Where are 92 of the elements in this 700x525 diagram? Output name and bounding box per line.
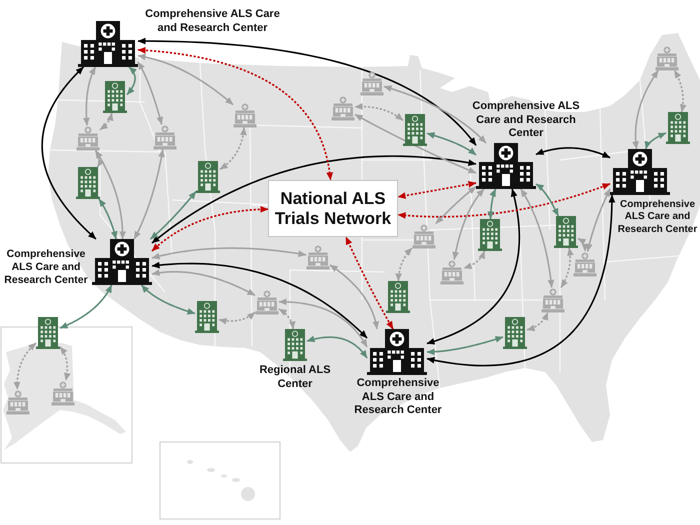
- double-arrow: [536, 183, 560, 216]
- building-icon: [403, 114, 427, 146]
- double-arrow: [330, 264, 380, 330]
- double-arrow: [384, 85, 487, 144]
- small-building-icon: [412, 224, 436, 248]
- small-building-icon: [255, 290, 279, 314]
- dashed-double-arrow: [578, 238, 588, 252]
- small-building-icon: [306, 244, 330, 270]
- double-arrow: [426, 132, 476, 156]
- double-arrow: [536, 147, 610, 158]
- dashed-double-arrow: [94, 150, 104, 168]
- dashed-double-arrow: [100, 112, 114, 130]
- building-icon: [103, 81, 127, 113]
- building-icon: [196, 161, 220, 193]
- building-icon: [195, 301, 219, 333]
- double-arrow: [586, 188, 611, 252]
- small-building-icon: [153, 124, 177, 150]
- dashed-double-arrow: [138, 47, 334, 180]
- double-arrow: [134, 149, 165, 240]
- dashed-double-arrow: [220, 127, 247, 170]
- small-building-icon: [655, 46, 679, 70]
- small-building-icon: [331, 96, 355, 120]
- dashed-double-arrow: [398, 182, 610, 219]
- double-arrow: [126, 66, 137, 96]
- dashed-double-arrow: [151, 206, 268, 252]
- center-label: Comprehensive ALS Care and Research Center: [353, 377, 443, 418]
- double-arrow: [152, 155, 476, 244]
- building-icon: [76, 167, 100, 199]
- double-arrow: [487, 188, 496, 220]
- dashed-double-arrow: [354, 103, 404, 122]
- double-arrow: [83, 66, 96, 126]
- double-arrow: [644, 132, 666, 150]
- double-arrow: [41, 66, 96, 240]
- double-arrow: [95, 150, 126, 240]
- double-arrow: [354, 114, 476, 174]
- double-arrow: [137, 61, 163, 125]
- dashed-double-arrow: [395, 247, 413, 282]
- double-arrow: [306, 336, 368, 358]
- double-arrow: [152, 247, 306, 260]
- double-arrow: [152, 269, 256, 296]
- double-arrow: [632, 70, 659, 150]
- double-arrow: [426, 188, 520, 345]
- double-arrow: [150, 190, 197, 240]
- hospital-icon: [92, 239, 152, 285]
- double-arrow: [138, 38, 477, 146]
- building-icon: [478, 219, 502, 251]
- small-building-icon: [360, 70, 384, 96]
- dashed-double-arrow: [14, 342, 37, 390]
- dashed-double-arrow: [526, 312, 549, 332]
- double-arrow: [520, 188, 554, 288]
- double-arrow: [452, 188, 485, 260]
- hospital-icon: [78, 21, 138, 67]
- dashed-double-arrow: [398, 181, 476, 199]
- hospital-icon: [367, 329, 427, 375]
- double-arrow: [426, 336, 504, 356]
- small-building-icon: [233, 102, 257, 128]
- center-label: Comprehensive ALS Care and Research Center: [144, 8, 281, 36]
- dashed-double-arrow: [674, 70, 687, 112]
- dashed-double-arrow: [464, 250, 486, 270]
- hospital-icon: [476, 143, 536, 189]
- dashed-double-arrow: [560, 248, 574, 288]
- building-icon: [554, 216, 578, 248]
- network-title: National ALS Trials Network: [274, 188, 392, 228]
- small-building-icon: [440, 260, 464, 284]
- network-box: [268, 180, 398, 237]
- small-building-icon: [6, 390, 30, 414]
- dashed-double-arrow: [345, 236, 394, 330]
- small-building-icon: [76, 126, 100, 150]
- center-label: Comprehensive ALS Care and Research Center: [3, 248, 89, 288]
- small-building-icon: [541, 288, 565, 312]
- building-icon: [36, 317, 60, 349]
- small-building-icon: [573, 252, 597, 276]
- double-arrow: [152, 262, 368, 339]
- double-arrow: [278, 298, 368, 348]
- double-arrow: [140, 284, 196, 315]
- double-arrow: [98, 198, 118, 240]
- double-arrow: [138, 54, 234, 106]
- building-icon: [386, 281, 410, 313]
- building-icon: [503, 317, 527, 349]
- center-label: Comprehensive ALS Care and Research Center: [617, 199, 698, 236]
- double-arrow: [426, 194, 616, 366]
- dashed-double-arrow: [218, 312, 256, 325]
- dashed-double-arrow: [59, 346, 71, 381]
- center-label: Comprehensive ALS Care and Research Center: [471, 100, 581, 141]
- hospital-icon: [610, 149, 670, 195]
- center-label: Regional ALS Center: [258, 364, 332, 392]
- building-icon: [283, 329, 307, 361]
- double-arrow: [60, 284, 112, 329]
- building-icon: [666, 112, 690, 144]
- double-arrow: [435, 186, 476, 224]
- dashed-double-arrow: [278, 308, 296, 330]
- small-building-icon: [51, 380, 75, 406]
